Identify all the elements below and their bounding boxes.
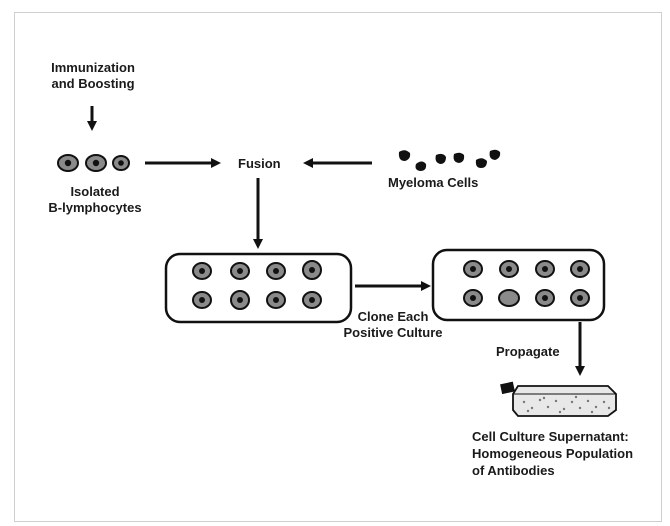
cell-icon	[570, 260, 590, 278]
myeloma-cells-label: Myeloma Cells	[388, 175, 479, 190]
fusion-culture-cells	[192, 260, 322, 310]
clone-label: Clone Each Positive Culture	[328, 309, 458, 341]
clone-line1: Clone Each	[357, 309, 429, 324]
cell-icon	[266, 291, 286, 309]
cell-icon	[266, 262, 286, 280]
cell-icon	[302, 291, 322, 309]
isolated-line2: B-lymphocytes	[48, 200, 142, 215]
isolated-b-lymphocytes-label: Isolated B-lymphocytes	[40, 184, 150, 216]
myeloma-cell-icon	[489, 149, 501, 160]
supernatant-line2: Homogeneous Population	[472, 446, 634, 461]
cell-icon	[499, 260, 519, 278]
propagate-label: Propagate	[496, 344, 560, 359]
clone-line2: Positive Culture	[343, 325, 443, 340]
myeloma-cell-icon	[435, 153, 446, 164]
b-lymphocytes	[57, 154, 130, 172]
cell-icon	[570, 289, 590, 307]
immunization-label: Immunization and Boosting	[38, 60, 148, 92]
culture-flask-icon	[500, 381, 617, 417]
cell-icon	[535, 289, 555, 307]
myeloma-cell-icon	[415, 161, 427, 171]
supernatant-line3: of Antibodies	[472, 463, 555, 478]
cell-icon	[463, 260, 483, 278]
cell-icon	[230, 290, 250, 310]
clone-culture-cells	[463, 260, 590, 307]
isolated-line1: Isolated	[70, 184, 120, 199]
fusion-culture-plate	[164, 252, 353, 324]
cell-icon	[192, 291, 212, 309]
fusion-label: Fusion	[238, 156, 281, 171]
cell-icon	[535, 260, 555, 278]
immunization-line1: Immunization	[51, 60, 135, 75]
myeloma-cells	[398, 149, 501, 171]
cell-icon	[112, 155, 130, 171]
cell-icon	[57, 154, 79, 172]
cell-icon	[498, 289, 520, 307]
cell-icon	[302, 260, 322, 280]
supernatant-line1: Cell Culture Supernatant:	[472, 429, 629, 444]
cell-icon	[192, 262, 212, 280]
myeloma-cell-icon	[453, 152, 465, 163]
cell-icon	[463, 289, 483, 307]
supernatant-label: Cell Culture Supernatant: Homogeneous Po…	[472, 428, 633, 479]
myeloma-cell-icon	[398, 150, 411, 161]
immunization-line2: and Boosting	[51, 76, 135, 91]
myeloma-cell-icon	[475, 158, 487, 168]
cell-icon	[85, 154, 107, 172]
cell-icon	[230, 262, 250, 280]
